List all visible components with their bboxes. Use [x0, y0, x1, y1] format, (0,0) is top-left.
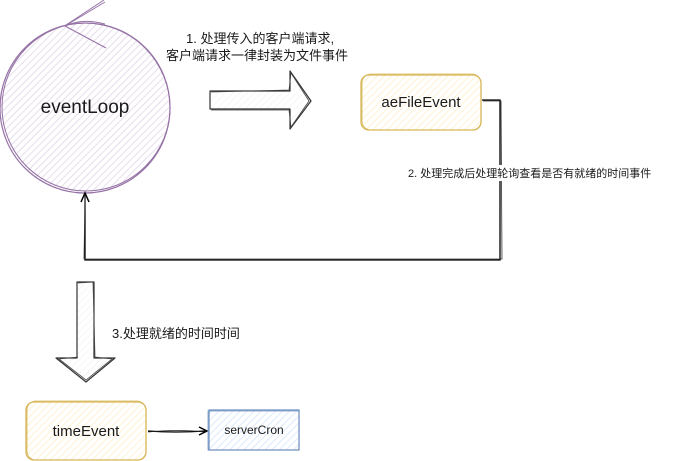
server-cron-label: serverCron: [224, 423, 284, 437]
event-loop-label: eventLoop: [40, 97, 130, 118]
time-to-cron-connector: [147, 426, 209, 436]
step1-label-line1: 1. 处理传入的客户端请求,: [186, 31, 335, 46]
step2-connector: [80, 99, 503, 261]
step1-label-line2: 客户端请求一律封装为文件事件: [166, 48, 349, 63]
step3-block-arrow: [55, 281, 116, 383]
step1-block-arrow: [209, 70, 312, 130]
server-cron-node[interactable]: [207, 409, 300, 451]
step2-label: 2. 处理完成后处理轮询查看是否有就绪的时间事件: [408, 165, 652, 181]
step3-label: 3.处理就绪的时间时间: [112, 326, 240, 341]
time-event-label: timeEvent: [52, 422, 120, 440]
time-event-node[interactable]: [25, 400, 147, 461]
ae-file-event-label: aeFileEvent: [381, 94, 461, 111]
ae-file-event-node[interactable]: [360, 73, 482, 131]
